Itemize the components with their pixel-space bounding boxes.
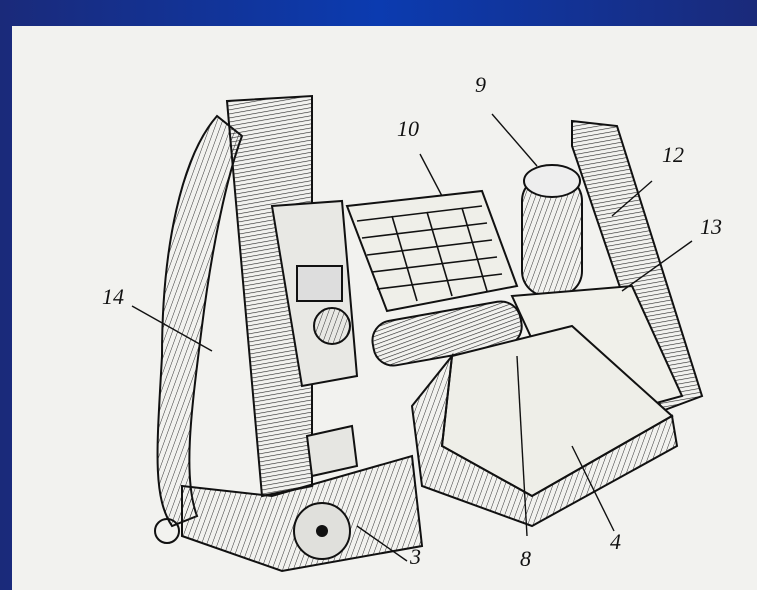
canister-cap	[523, 164, 581, 198]
strap-ring	[154, 518, 180, 544]
battery-pack	[345, 189, 519, 313]
knob-top	[296, 265, 343, 302]
slide-title	[40, 0, 757, 22]
round-vent	[313, 307, 351, 345]
leader-lines	[131, 113, 693, 562]
label-4: 4	[610, 529, 621, 554]
label-9: 9	[475, 72, 486, 97]
case-right-wall	[571, 119, 704, 413]
crank-handle	[305, 424, 359, 478]
front-face	[410, 352, 679, 528]
label-12: 12	[662, 142, 684, 167]
label-13: 13	[700, 214, 722, 239]
figure-panel: 9 10 12 13 14 3 8 4	[12, 26, 757, 590]
apparatus-drawing	[131, 94, 704, 573]
label-10: 10	[397, 116, 419, 141]
label-8: 8	[520, 546, 531, 571]
label-14: 14	[102, 284, 124, 309]
shoulder-strap	[156, 114, 244, 528]
battery-cells	[356, 205, 503, 302]
label-3: 3	[410, 544, 421, 569]
